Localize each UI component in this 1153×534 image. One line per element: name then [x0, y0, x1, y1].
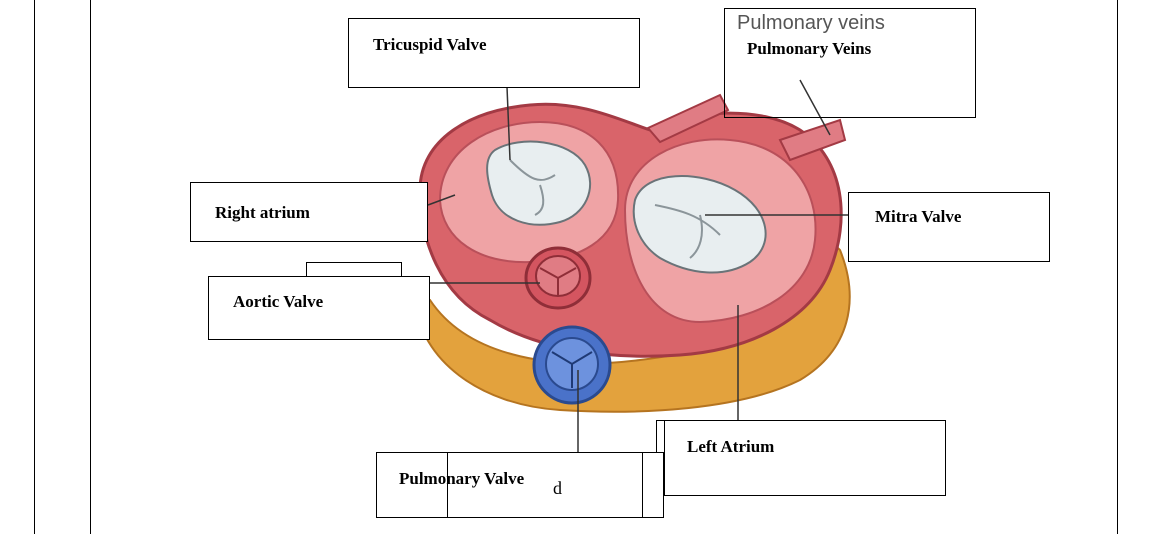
label-right-atrium-text: Right atrium: [215, 203, 310, 223]
label-right-atrium: Right atrium: [190, 182, 428, 242]
label-mitral-valve-text: Mitra Valve: [875, 207, 961, 227]
label-pulmonary-veins-text: Pulmonary Veins: [747, 39, 871, 59]
label-mitral-valve: Mitra Valve: [848, 192, 1050, 262]
overlay-box-pulmonary-valve: [447, 452, 643, 518]
label-aortic-valve-text: Aortic Valve: [233, 292, 323, 312]
label-aortic-valve: Aortic Valve: [208, 276, 430, 340]
label-left-atrium: Left Atrium: [664, 420, 946, 496]
label-pulmonary-veins: Pulmonary Veins: [724, 8, 976, 118]
label-tricuspid-valve-text: Tricuspid Valve: [373, 35, 487, 55]
label-tricuspid-valve: Tricuspid Valve: [348, 18, 640, 88]
label-left-atrium-text: Left Atrium: [687, 437, 774, 457]
stray-letter: d: [553, 478, 562, 499]
